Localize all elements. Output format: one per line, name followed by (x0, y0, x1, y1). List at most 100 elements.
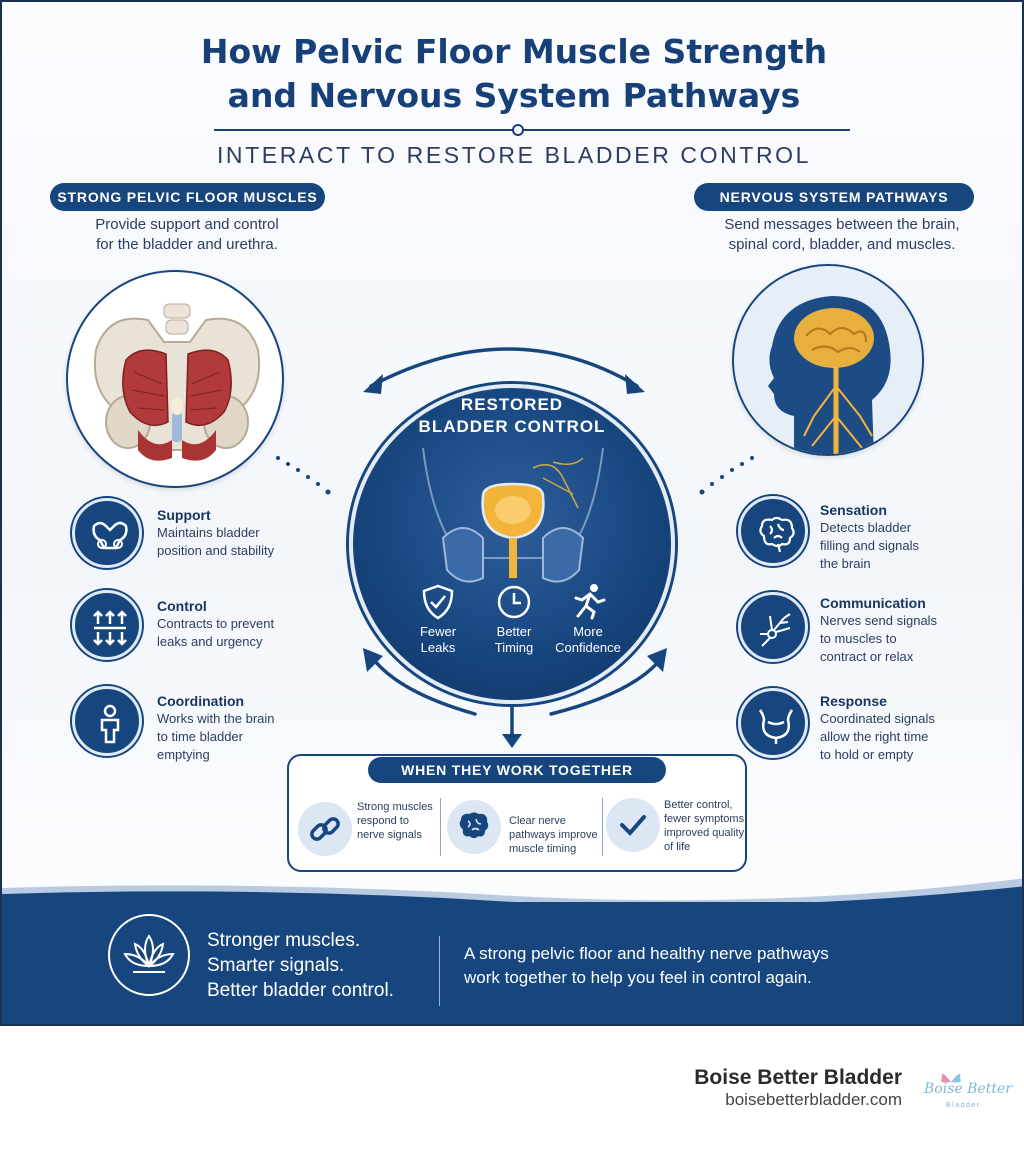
benefit-line: Leaks (420, 640, 456, 655)
together-line: nerve signals (357, 829, 422, 841)
benefit-fewer-leaks: Fewer Leaks (398, 624, 478, 656)
butterfly-logo-icon (941, 1073, 961, 1083)
desc-line: Coordinated signals (820, 711, 935, 726)
desc-line: position and stability (157, 543, 275, 558)
together-divider (440, 798, 441, 856)
infographic: How Pelvic Floor Muscle Strength and Ner… (0, 0, 1024, 1026)
arrow-head-bottom-right (647, 648, 667, 672)
desc-line: to time bladder (157, 729, 243, 744)
brand-url[interactable]: boisebetterbladder.com (725, 1090, 902, 1109)
together-line: Strong muscles (357, 801, 433, 813)
together-line: of life (664, 841, 691, 853)
check-icon (606, 798, 660, 852)
lotus-icon (108, 914, 190, 996)
restored-control-title: RESTORED BLADDER CONTROL (353, 394, 671, 438)
together-item-outcome: Better control, fewer symptoms, improved… (664, 798, 747, 854)
desc-line: the brain (820, 556, 871, 571)
pelvis-icon (72, 498, 142, 568)
message-line: A strong pelvic floor and healthy nerve … (464, 944, 829, 963)
benefit-line: Confidence (555, 640, 621, 655)
arrow-head-top-left (363, 374, 383, 394)
title-divider-dot (512, 124, 524, 136)
feature-title-control: Control (157, 598, 207, 614)
lead-line: for the bladder and urethra. (96, 236, 278, 253)
desc-line: contract or relax (820, 649, 914, 664)
brand-name: Boise Better Bladder (694, 1066, 902, 1089)
together-line: fewer symptoms, (664, 813, 748, 825)
desc-line: Detects bladder (820, 520, 912, 535)
together-line: muscle timing (509, 843, 577, 855)
bladder-icon (738, 688, 808, 758)
lead-line: spinal cord, bladder, and muscles. (728, 236, 956, 253)
pelvic-floor-pill: STRONG PELVIC FLOOR MUSCLES (50, 183, 325, 211)
desc-line: allow the right time (820, 729, 929, 744)
left-connector-dots (276, 456, 331, 495)
desc-line: emptying (157, 747, 210, 762)
right-connector-dots (699, 456, 754, 495)
feature-title-coordination: Coordination (157, 693, 245, 709)
arrow-head-top-right (625, 374, 645, 394)
feature-title-communication: Communication (820, 595, 926, 611)
brand-logo-subtext: Bladder (946, 1102, 981, 1109)
feature-desc-support: Maintains bladder position and stability (157, 524, 274, 560)
bladder-illustration (422, 448, 604, 583)
message-line: work together to help you feel in contro… (464, 968, 812, 987)
nervous-system-pill: NERVOUS SYSTEM PATHWAYS (694, 183, 974, 211)
footer-divider (439, 936, 440, 1006)
desc-line: Maintains bladder (157, 525, 260, 540)
pelvis-muscle-illustration (73, 277, 281, 485)
benefit-line: Timing (494, 640, 534, 655)
together-line: improved quality (664, 827, 745, 839)
brand-logo-text: Boise Better (924, 1081, 1012, 1097)
link-icon (298, 802, 352, 856)
arrows-icon (72, 590, 142, 660)
runner-icon (574, 584, 606, 620)
feature-desc-coordination: Works with the brain to time bladder emp… (157, 710, 275, 764)
desc-line: to muscles to (820, 631, 897, 646)
brain-icon (738, 496, 808, 566)
desc-line: Works with the brain (157, 711, 275, 726)
desc-line: Nerves send signals (820, 613, 938, 628)
benefit-more-confidence: More Confidence (548, 624, 628, 656)
feature-title-support: Support (157, 507, 211, 523)
title-line-1: How Pelvic Floor Muscle Strength (200, 32, 828, 71)
benefit-line: More (573, 624, 603, 639)
feature-desc-response: Coordinated signals allow the right time… (820, 710, 935, 764)
together-line: pathways improve (509, 829, 598, 841)
feature-title-sensation: Sensation (820, 502, 887, 518)
page-subtitle: INTERACT TO RESTORE BLADDER CONTROL (216, 142, 812, 168)
pelvic-floor-lead: Provide support and control for the blad… (42, 215, 332, 255)
shield-check-icon (422, 584, 454, 620)
feature-desc-sensation: Detects bladder filling and signals the … (820, 519, 919, 573)
together-item-muscles: Strong muscles respond to nerve signals (357, 800, 433, 842)
tagline-line: Better bladder control. (207, 980, 394, 1001)
together-line: respond to (357, 815, 409, 827)
desc-line: to hold or empty (820, 747, 914, 762)
nervous-system-lead: Send messages between the brain, spinal … (692, 215, 992, 255)
together-line: Clear nerve (509, 815, 566, 827)
together-divider (602, 798, 603, 856)
desc-line: filling and signals (820, 538, 920, 553)
restored-control-circle: RESTORED BLADDER CONTROL Fewer Leaks Bet… (349, 384, 675, 704)
title-divider (214, 129, 850, 131)
feature-title-response: Response (820, 693, 887, 709)
lead-line: Send messages between the brain, (724, 216, 960, 233)
center-title-line: RESTORED (460, 395, 564, 414)
clock-icon (497, 585, 531, 619)
brain-icon (447, 800, 501, 854)
arrow-head-down (502, 734, 522, 748)
arrow-head-bottom-left (363, 648, 383, 672)
feature-desc-communication: Nerves send signals to muscles to contra… (820, 612, 937, 666)
neuron-icon (738, 592, 808, 662)
benefit-line: Better (496, 624, 532, 639)
footer-tagline: Stronger muscles. Smarter signals. Bette… (207, 928, 394, 1003)
together-item-pathways: Clear nerve pathways improve muscle timi… (509, 814, 598, 856)
center-title-line: BLADDER CONTROL (418, 417, 606, 436)
tagline-line: Stronger muscles. (207, 930, 361, 951)
cycle-arrows (363, 347, 667, 748)
person-icon (72, 686, 142, 756)
nervous-system-illustration (732, 264, 924, 456)
desc-line: Contracts to prevent (157, 616, 275, 631)
together-line: Better control, (664, 799, 733, 811)
desc-line: leaks and urgency (157, 634, 263, 649)
